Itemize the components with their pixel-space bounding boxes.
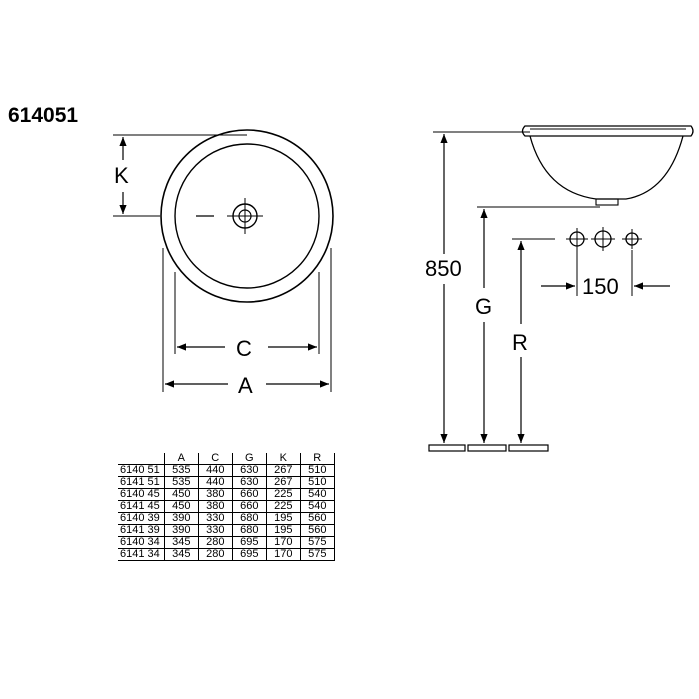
dimension-value-cell: 660 xyxy=(231,488,267,501)
dimension-value-cell: 450 xyxy=(163,500,199,513)
dimension-value-cell: 170 xyxy=(265,548,301,561)
dimension-value-cell: 225 xyxy=(265,488,301,501)
label-k: K xyxy=(114,163,129,188)
label-150: 150 xyxy=(582,274,619,299)
basin-outer-rim xyxy=(160,129,334,303)
dimension-value-cell: 267 xyxy=(265,464,301,477)
dimension-value-cell: 510 xyxy=(299,464,335,477)
dimension-value-cell: 280 xyxy=(197,536,233,549)
model-number-cell: 6140 51 xyxy=(118,464,165,477)
floor-block xyxy=(508,444,549,452)
label-r: R xyxy=(512,330,528,355)
dimension-value-cell: 540 xyxy=(299,488,335,501)
product-code: 614051 xyxy=(8,104,78,127)
dimension-value-cell: 345 xyxy=(163,536,199,549)
label-a: A xyxy=(238,373,253,398)
tap-hole-icon xyxy=(591,227,615,251)
spacing-150-dimension xyxy=(541,250,670,296)
top-view: K C A xyxy=(113,129,334,398)
dimension-value-cell: 575 xyxy=(299,536,335,549)
dimension-value-cell: 390 xyxy=(163,512,199,525)
dimension-value-cell: 540 xyxy=(299,500,335,513)
dimension-value-cell: 170 xyxy=(265,536,301,549)
model-number-cell: 6141 39 xyxy=(118,524,165,537)
column-header: A xyxy=(163,453,199,465)
model-number-cell: 6141 45 xyxy=(118,500,165,513)
dimension-value-cell: 510 xyxy=(299,476,335,489)
dimension-value-cell: 195 xyxy=(265,512,301,525)
dimension-value-cell: 535 xyxy=(163,464,199,477)
dimension-value-cell: 575 xyxy=(299,548,335,561)
dimension-value-cell: 695 xyxy=(231,536,267,549)
basin-inner-rim xyxy=(174,143,320,289)
floor-block xyxy=(428,444,466,452)
label-850: 850 xyxy=(425,256,462,281)
label-c: C xyxy=(236,336,252,361)
dimension-value-cell: 660 xyxy=(231,500,267,513)
column-header: K xyxy=(265,453,301,465)
c-dimension xyxy=(174,272,320,354)
dimension-value-cell: 450 xyxy=(163,488,199,501)
dimension-value-cell: 630 xyxy=(231,464,267,477)
dimension-value-cell: 267 xyxy=(265,476,301,489)
floor-block xyxy=(467,444,507,452)
dimension-value-cell: 280 xyxy=(197,548,233,561)
side-view: 850 G R xyxy=(425,125,694,452)
column-header: G xyxy=(231,453,267,465)
drain-icon xyxy=(227,198,263,234)
model-number-cell: 6140 39 xyxy=(118,512,165,525)
model-number-cell: 6140 34 xyxy=(118,536,165,549)
model-number-cell: 6141 34 xyxy=(118,548,165,561)
dimension-value-cell: 695 xyxy=(231,548,267,561)
tap-hole-icon xyxy=(622,229,642,249)
dimension-value-cell: 330 xyxy=(197,512,233,525)
model-number-cell: 6140 45 xyxy=(118,488,165,501)
g-dimension xyxy=(477,206,600,443)
dimension-value-cell: 680 xyxy=(231,524,267,537)
column-header: C xyxy=(197,453,233,465)
dimension-value-cell: 345 xyxy=(163,548,199,561)
dimension-value-cell: 330 xyxy=(197,524,233,537)
r-dimension xyxy=(512,238,555,443)
dimension-value-cell: 440 xyxy=(197,476,233,489)
basin-profile xyxy=(521,125,694,206)
table-header-row: A C G K R xyxy=(118,453,335,465)
dimension-value-cell: 440 xyxy=(197,464,233,477)
height-850-dimension xyxy=(433,131,530,443)
dimension-value-cell: 560 xyxy=(299,512,335,525)
dimension-value-cell: 680 xyxy=(231,512,267,525)
dimension-value-cell: 380 xyxy=(197,500,233,513)
column-header: R xyxy=(299,453,335,465)
dimension-value-cell: 380 xyxy=(197,488,233,501)
table-corner xyxy=(118,453,165,465)
model-number-cell: 6141 51 xyxy=(118,476,165,489)
dimension-value-cell: 535 xyxy=(163,476,199,489)
dimension-value-cell: 390 xyxy=(163,524,199,537)
tap-hole-icon xyxy=(566,228,588,250)
a-dimension xyxy=(162,248,332,392)
dimension-value-cell: 195 xyxy=(265,524,301,537)
dimension-value-cell: 630 xyxy=(231,476,267,489)
dimension-value-cell: 560 xyxy=(299,524,335,537)
k-dimension xyxy=(113,134,247,217)
dimension-value-cell: 225 xyxy=(265,500,301,513)
label-g: G xyxy=(475,294,492,319)
